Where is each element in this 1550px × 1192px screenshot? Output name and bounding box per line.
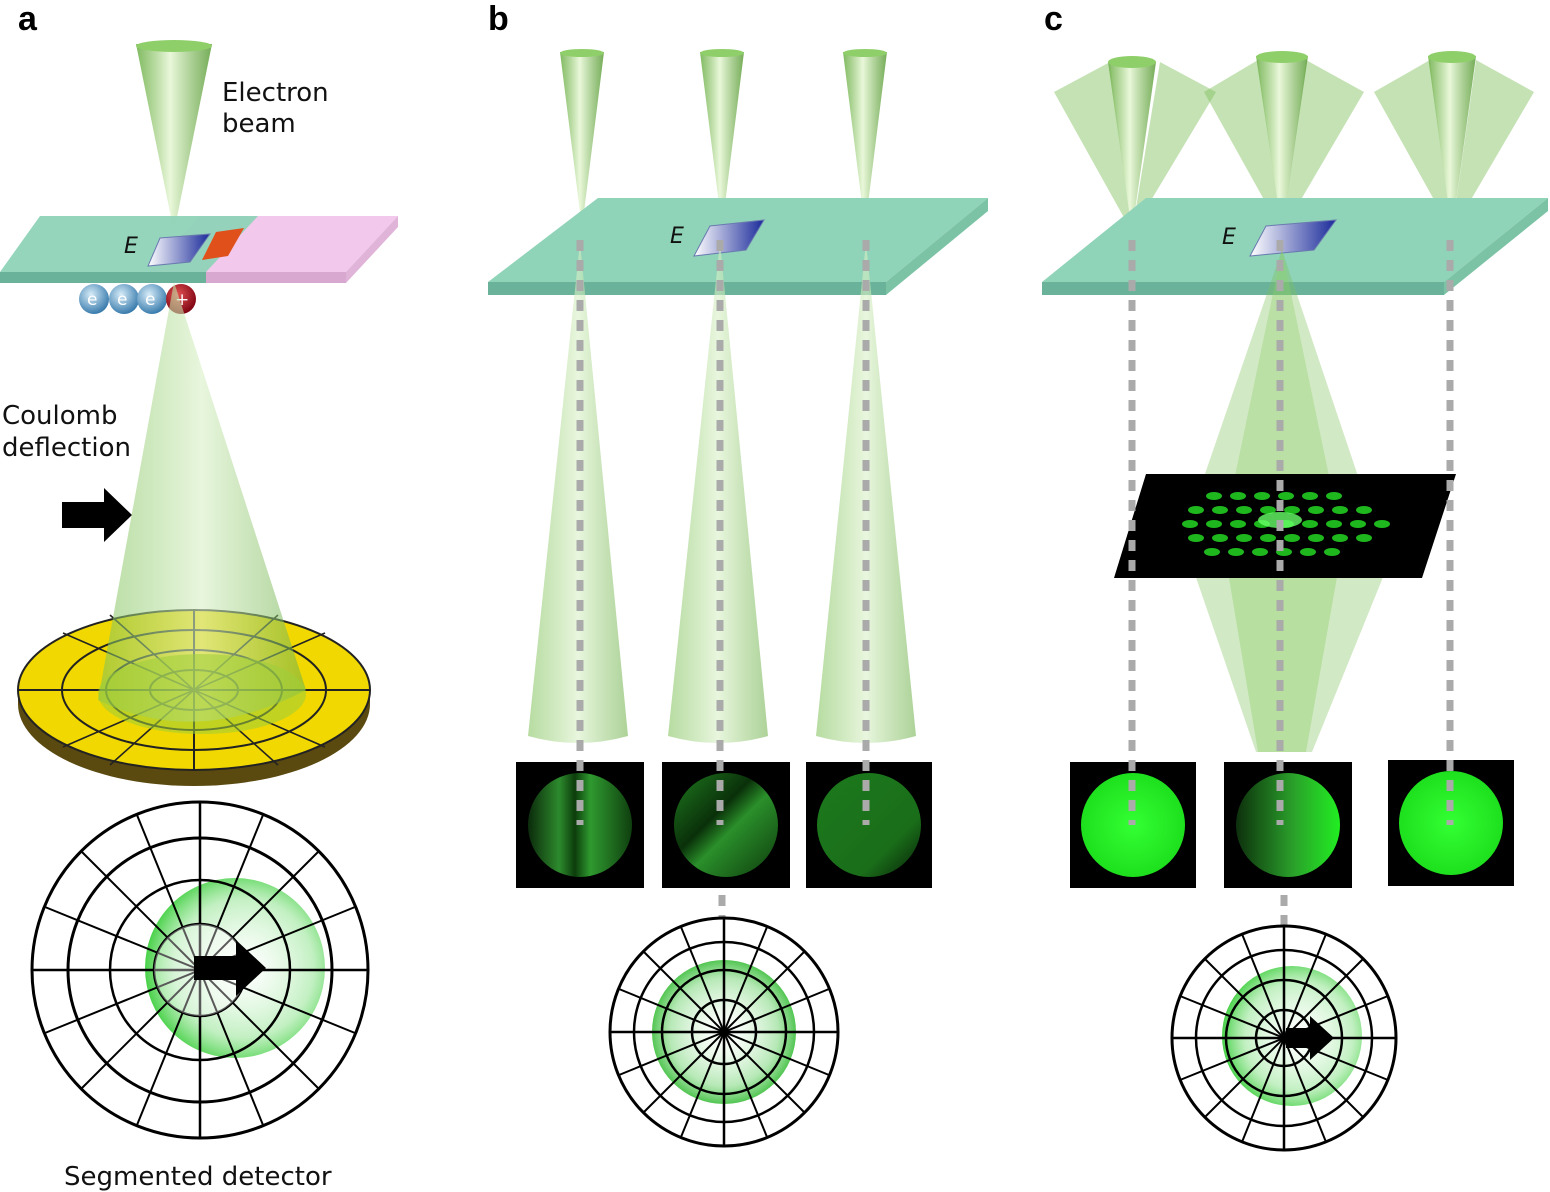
panel-a-transmitted-cone: [98, 282, 306, 734]
panel-b-field-arrow: [693, 219, 765, 257]
panel-c-letter: c: [1044, 0, 1063, 38]
panel-b-detector-flat: [608, 916, 840, 1148]
panel-b-incoming-beams: [560, 49, 887, 228]
electron-2: [109, 284, 139, 314]
panel-a-detector-flat: [30, 800, 370, 1140]
deflection-arrow: [62, 488, 132, 542]
electron-3-symbol: e: [145, 290, 155, 310]
panel-b-letter: b: [488, 0, 509, 38]
panel-c-diffracted-beams: [1190, 250, 1390, 752]
panel-b-transmitted-beams: [528, 242, 916, 743]
detector-label: Segmented detector: [64, 1162, 332, 1192]
panel-a-shift-arrow: [194, 940, 266, 996]
deflection-label-line1: Coulomb: [2, 401, 118, 431]
panel-c-field-arrow: [1249, 219, 1338, 257]
panel-a-field-label: E: [124, 234, 138, 259]
panel-c-shift-arrow: [1286, 1016, 1334, 1060]
electron-1-symbol: e: [87, 290, 97, 310]
electron-3: [137, 284, 167, 314]
panel-c-incoming-beams: [1054, 51, 1534, 232]
panel-a-letter: a: [18, 0, 38, 38]
electron-1: [79, 284, 109, 314]
panel-a-field-arrow: [147, 228, 244, 267]
panel-c-detector-flat: [1170, 924, 1398, 1152]
deflection-label-line2: deflection: [2, 433, 131, 463]
panel-b-field-label: E: [670, 224, 684, 249]
panel-c-field-label: E: [1222, 225, 1236, 250]
beam-label-line2: beam: [222, 109, 296, 139]
beam-label-line1: Electron: [222, 78, 329, 108]
electron-2-symbol: e: [117, 290, 127, 310]
panel-c-aperture-array: [1114, 474, 1456, 578]
panel-a-incoming-beam: [136, 40, 212, 232]
